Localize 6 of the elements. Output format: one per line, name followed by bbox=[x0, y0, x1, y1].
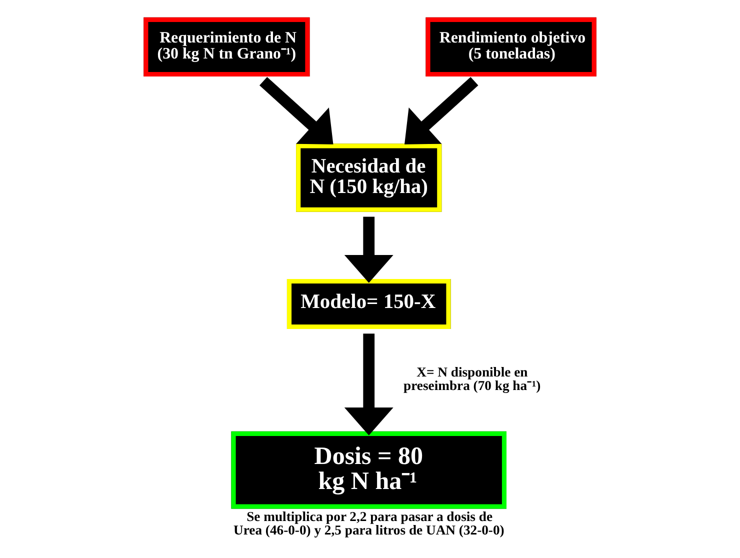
edge-label: X= N disponible en preseimbra (70 kg ha⁻¹) bbox=[404, 364, 541, 394]
node-label: Se multiplica por 2,2 para pasar a dosis de Urea (46-0-0) y 2,5 para litros de UAN (32-0-0) bbox=[234, 508, 504, 538]
arrow bbox=[259, 76, 334, 144]
arrow bbox=[344, 334, 394, 436]
arrow bbox=[404, 76, 478, 144]
arrow bbox=[344, 216, 394, 283]
